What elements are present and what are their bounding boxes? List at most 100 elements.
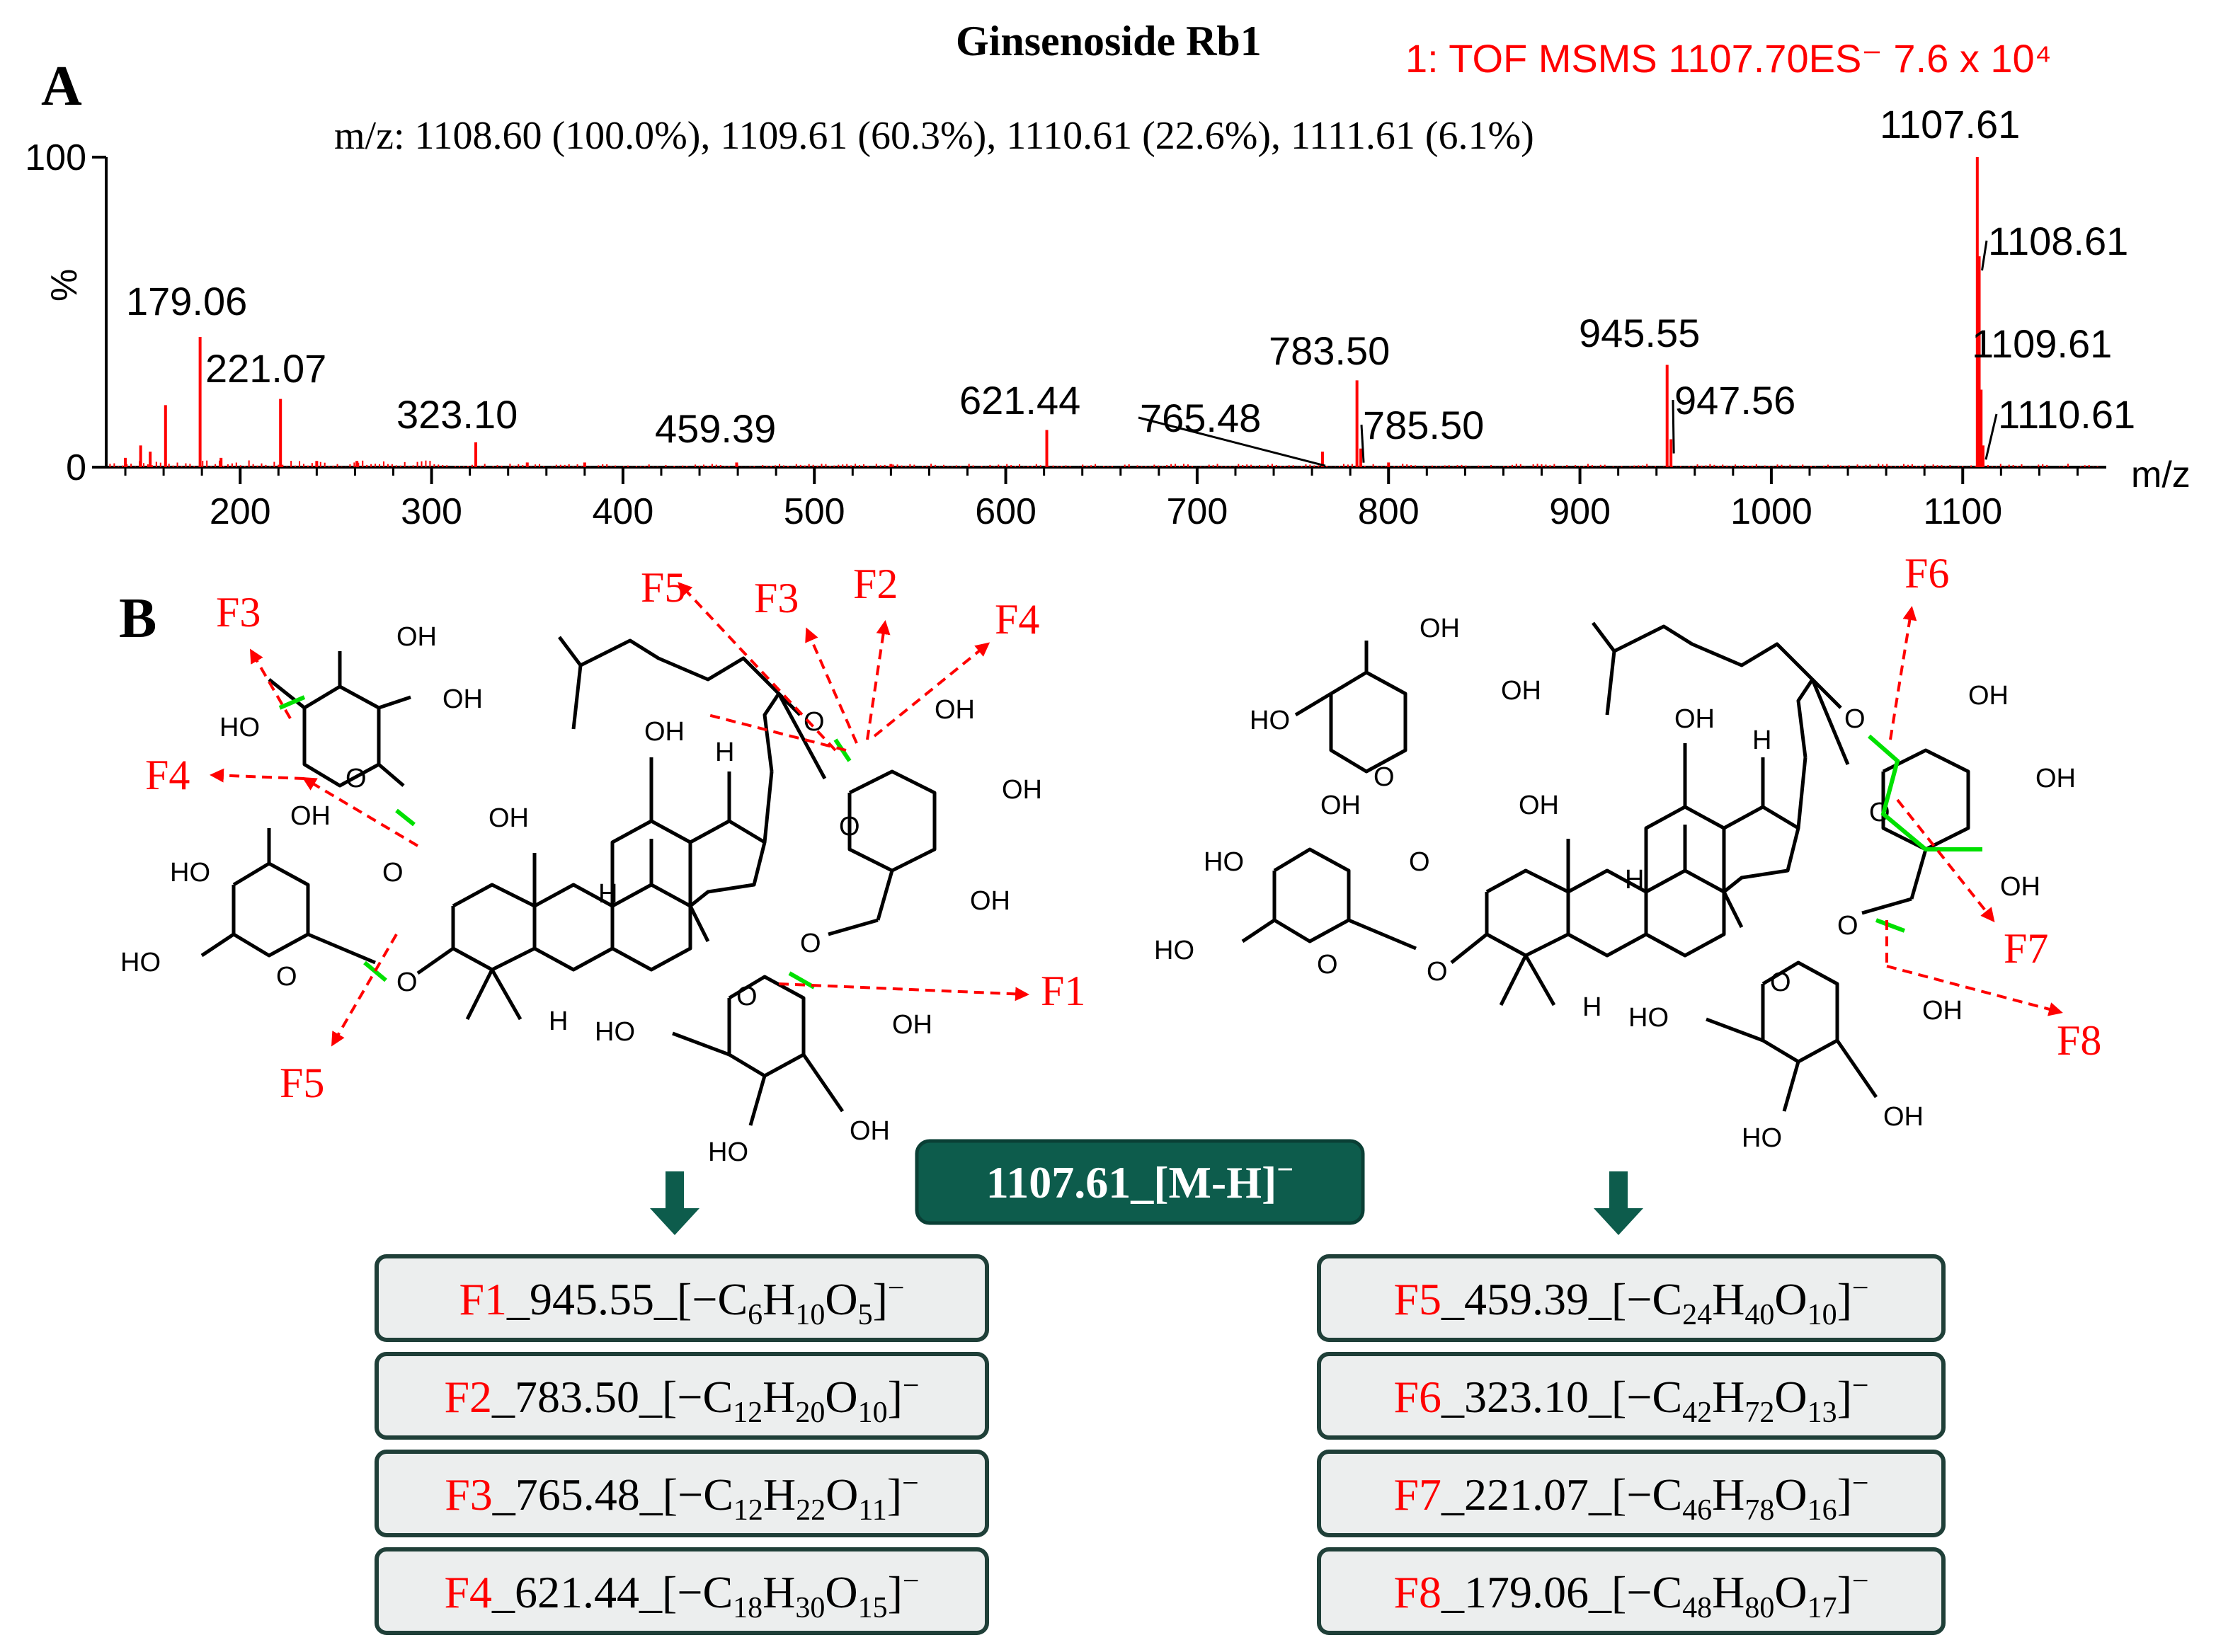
left-structure: OH H H H O O O OH OH OH HO O O OH HO HO … — [120, 561, 1085, 1167]
atom-oh: OH — [850, 1116, 890, 1146]
x-minor-ticks — [124, 467, 2079, 476]
y-tick-label: 100 — [25, 137, 86, 178]
atom-oh: OH — [644, 717, 685, 747]
atom-oh: OH — [1922, 996, 1963, 1026]
fragment-label: F4_621.44_[−C18H30O15]− — [444, 1565, 919, 1624]
x-tick-label: 1000 — [1730, 491, 1812, 532]
atom-ho: HO — [1204, 847, 1244, 877]
y-tick-label: 0 — [66, 447, 86, 488]
frag-tag-f7: F7 — [2004, 925, 2048, 972]
chart-title: Ginsenoside Rb1 — [956, 18, 1262, 64]
fragment-label: F2_783.50_[−C12H20O10]− — [444, 1370, 919, 1429]
fragment-label: F3_765.48_[−C12H22O11]− — [445, 1467, 919, 1527]
atom-o: O — [800, 929, 821, 958]
panel-b-letter: B — [119, 587, 156, 650]
glucose-ring-2 — [232, 861, 310, 958]
atom-o: O — [1427, 957, 1448, 987]
peak-label: 947.56 — [1674, 378, 1795, 423]
fragment-box-f7: F7_221.07_[−C46H78O16]− — [1317, 1450, 1946, 1537]
fragment-box-f1: F1_945.55_[−C6H10O5]− — [375, 1254, 989, 1342]
precursor-label: 1107.61_[M-H]− — [986, 1154, 1294, 1208]
x-tick-label: 200 — [210, 491, 271, 532]
glucose-ring-r2 — [1272, 847, 1351, 943]
peak-label: 785.50 — [1363, 403, 1484, 447]
atom-oh: OH — [935, 695, 975, 725]
baseline-noise — [109, 460, 2098, 467]
frag-tag-f3: F3 — [754, 575, 799, 621]
atom-h: H — [1752, 725, 1771, 755]
atom-ho: HO — [1628, 1003, 1669, 1033]
peak-leader — [1138, 416, 1326, 467]
down-arrow-left — [650, 1171, 699, 1235]
atom-oh: OH — [1002, 775, 1042, 805]
fragment-label: F7_221.07_[−C46H78O16]− — [1393, 1467, 1868, 1527]
atom-o: O — [382, 858, 404, 888]
atom-o: O — [1837, 911, 1858, 941]
atom-o: O — [1844, 704, 1866, 734]
atom-ho: HO — [120, 948, 161, 977]
atom-ho: HO — [1250, 706, 1290, 735]
atom-oh: OH — [970, 886, 1010, 916]
peak-label: 323.10 — [396, 392, 518, 437]
peak-label: 1109.61 — [1972, 321, 2112, 366]
fragment-box-f4: F4_621.44_[−C18H30O15]− — [375, 1547, 989, 1635]
peak-label: 179.06 — [126, 279, 247, 323]
fragment-box-f6: F6_323.10_[−C42H72O13]− — [1317, 1352, 1946, 1440]
atom-oh: OH — [2035, 764, 2076, 793]
atom-oh: OH — [1320, 791, 1361, 820]
fragment-box-f2: F2_783.50_[−C12H20O10]− — [375, 1352, 989, 1440]
x-axis-label: m/z — [2131, 454, 2191, 495]
frag-tag-f1: F1 — [1041, 968, 1085, 1014]
atom-ho: HO — [708, 1137, 748, 1167]
glucose-ring-r1 — [1329, 670, 1407, 774]
frag-tag-f8: F8 — [2057, 1017, 2101, 1064]
peak-leader — [1981, 240, 1988, 271]
peak-leader — [1360, 424, 1365, 463]
peak-label: 221.07 — [205, 346, 326, 391]
peak-label: 945.55 — [1579, 311, 1700, 355]
atom-o: O — [1409, 847, 1430, 877]
fragment-label: F5_459.39_[−C24H40O10]− — [1393, 1272, 1868, 1331]
atom-o: O — [736, 982, 758, 1011]
x-tick-label: 500 — [784, 491, 845, 532]
peak-label: 1110.61 — [1998, 392, 2135, 437]
x-tick-label: 700 — [1167, 491, 1228, 532]
precursor-badge: 1107.61_[M-H]− — [915, 1139, 1365, 1225]
atom-h: H — [549, 1006, 568, 1036]
atom-oh: OH — [1674, 704, 1715, 734]
atom-ho: HO — [170, 858, 210, 888]
atom-oh: OH — [396, 622, 437, 652]
aglycone-skeleton — [416, 636, 827, 1021]
atom-oh: OH — [1968, 681, 2009, 711]
atom-h: H — [715, 738, 734, 767]
fragment-list-right: F5_459.39_[−C24H40O10]− F6_323.10_[−C42H7… — [1317, 1254, 1946, 1635]
right-structure: OH H H H O O O OH OH OH HO O O OH HO HO … — [1154, 550, 2101, 1153]
atom-o: O — [396, 968, 418, 997]
frag-tag-f2: F2 — [853, 561, 898, 607]
atom-oh: OH — [1883, 1102, 1924, 1132]
atom-oh: OH — [1501, 676, 1541, 706]
atom-o: O — [345, 764, 367, 793]
y-ticks: 0 100 — [25, 137, 106, 488]
atom-oh: OH — [489, 803, 529, 833]
atom-h: H — [598, 879, 617, 909]
aglycone-skeleton-right — [1450, 621, 1850, 1006]
fragment-box-f3: F3_765.48_[−C12H22O11]− — [375, 1450, 989, 1537]
atom-o: O — [276, 962, 297, 992]
x-tick-label: 300 — [401, 491, 462, 532]
atom-oh: OH — [442, 684, 483, 714]
atom-h: H — [1625, 865, 1644, 895]
peak-leader — [1672, 399, 1675, 454]
panel-a-letter: A — [41, 55, 82, 117]
peak-label: 1108.61 — [1988, 219, 2128, 263]
atom-oh: OH — [290, 801, 331, 831]
atom-o: O — [804, 707, 825, 737]
atom-oh: OH — [1420, 614, 1460, 643]
atom-oh: OH — [2000, 872, 2040, 902]
atom-ho: HO — [1154, 936, 1194, 965]
peak-label: 459.39 — [655, 406, 776, 451]
frag-tag-f4: F4 — [145, 752, 190, 798]
